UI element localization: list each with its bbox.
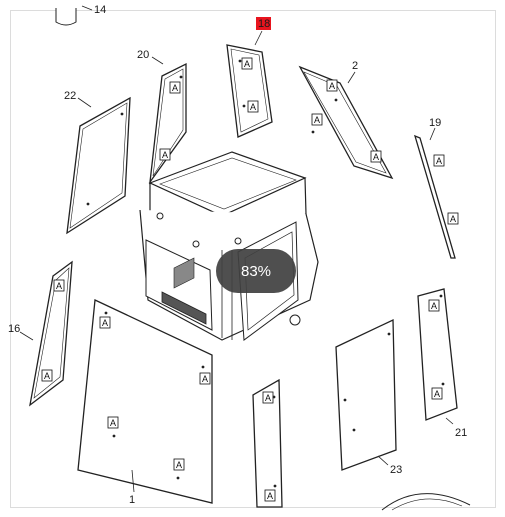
glass-tag: A: [250, 102, 256, 112]
glass-part-2[interactable]: 2 A A A: [298, 60, 394, 180]
glass-tag: A: [202, 374, 208, 384]
glass-tag: A: [56, 281, 62, 291]
callout-21: 21: [455, 427, 467, 439]
glass-tag: A: [244, 59, 250, 69]
glass-tag: A: [162, 150, 168, 160]
zoom-level-badge: 83%: [216, 249, 296, 293]
callout-22: 22: [64, 90, 76, 102]
glass-tag: A: [436, 156, 442, 166]
cab-body: [139, 151, 319, 341]
glass-part-20[interactable]: 20 A A: [137, 49, 187, 185]
glass-tag: A: [110, 418, 116, 428]
glass-tag: A: [176, 460, 182, 470]
glass-tag: A: [267, 491, 273, 501]
glass-part-23[interactable]: 23: [335, 318, 402, 476]
glass-part-lower-narrow[interactable]: A A: [252, 378, 283, 508]
glass-part-1[interactable]: 1 A A A A: [77, 299, 213, 506]
glass-part-16[interactable]: 16 A A: [8, 260, 73, 407]
glass-tag: A: [450, 214, 456, 224]
glass-tag: A: [434, 389, 440, 399]
glass-tag: A: [373, 152, 379, 162]
callout-14: 14: [94, 4, 106, 16]
callout-18-highlight: [256, 17, 271, 30]
glass-tag: A: [172, 83, 178, 93]
glass-tag: A: [431, 301, 437, 311]
glass-tag: A: [102, 318, 108, 328]
callout-16: 16: [8, 323, 20, 335]
glass-part-21[interactable]: 21 A A: [417, 288, 467, 439]
glass-tag: A: [329, 81, 335, 91]
callout-2: 2: [352, 60, 358, 72]
glass-tag: A: [44, 371, 50, 381]
glass-part-18[interactable]: 18 A A: [226, 17, 273, 138]
glass-part-19[interactable]: 19 A A: [413, 117, 459, 259]
part-fragment-bottom-right: [381, 493, 471, 511]
glass-part-22[interactable]: 22: [64, 90, 131, 235]
callout-19: 19: [429, 117, 441, 129]
glass-tag: A: [265, 393, 271, 403]
callout-18: 18: [258, 18, 270, 30]
callout-1: 1: [129, 494, 135, 506]
part-14-fragment: 14: [55, 4, 106, 26]
callout-23: 23: [390, 464, 402, 476]
callout-20: 20: [137, 49, 149, 61]
glass-tag: A: [314, 115, 320, 125]
zoom-level-text: 83%: [240, 262, 272, 280]
